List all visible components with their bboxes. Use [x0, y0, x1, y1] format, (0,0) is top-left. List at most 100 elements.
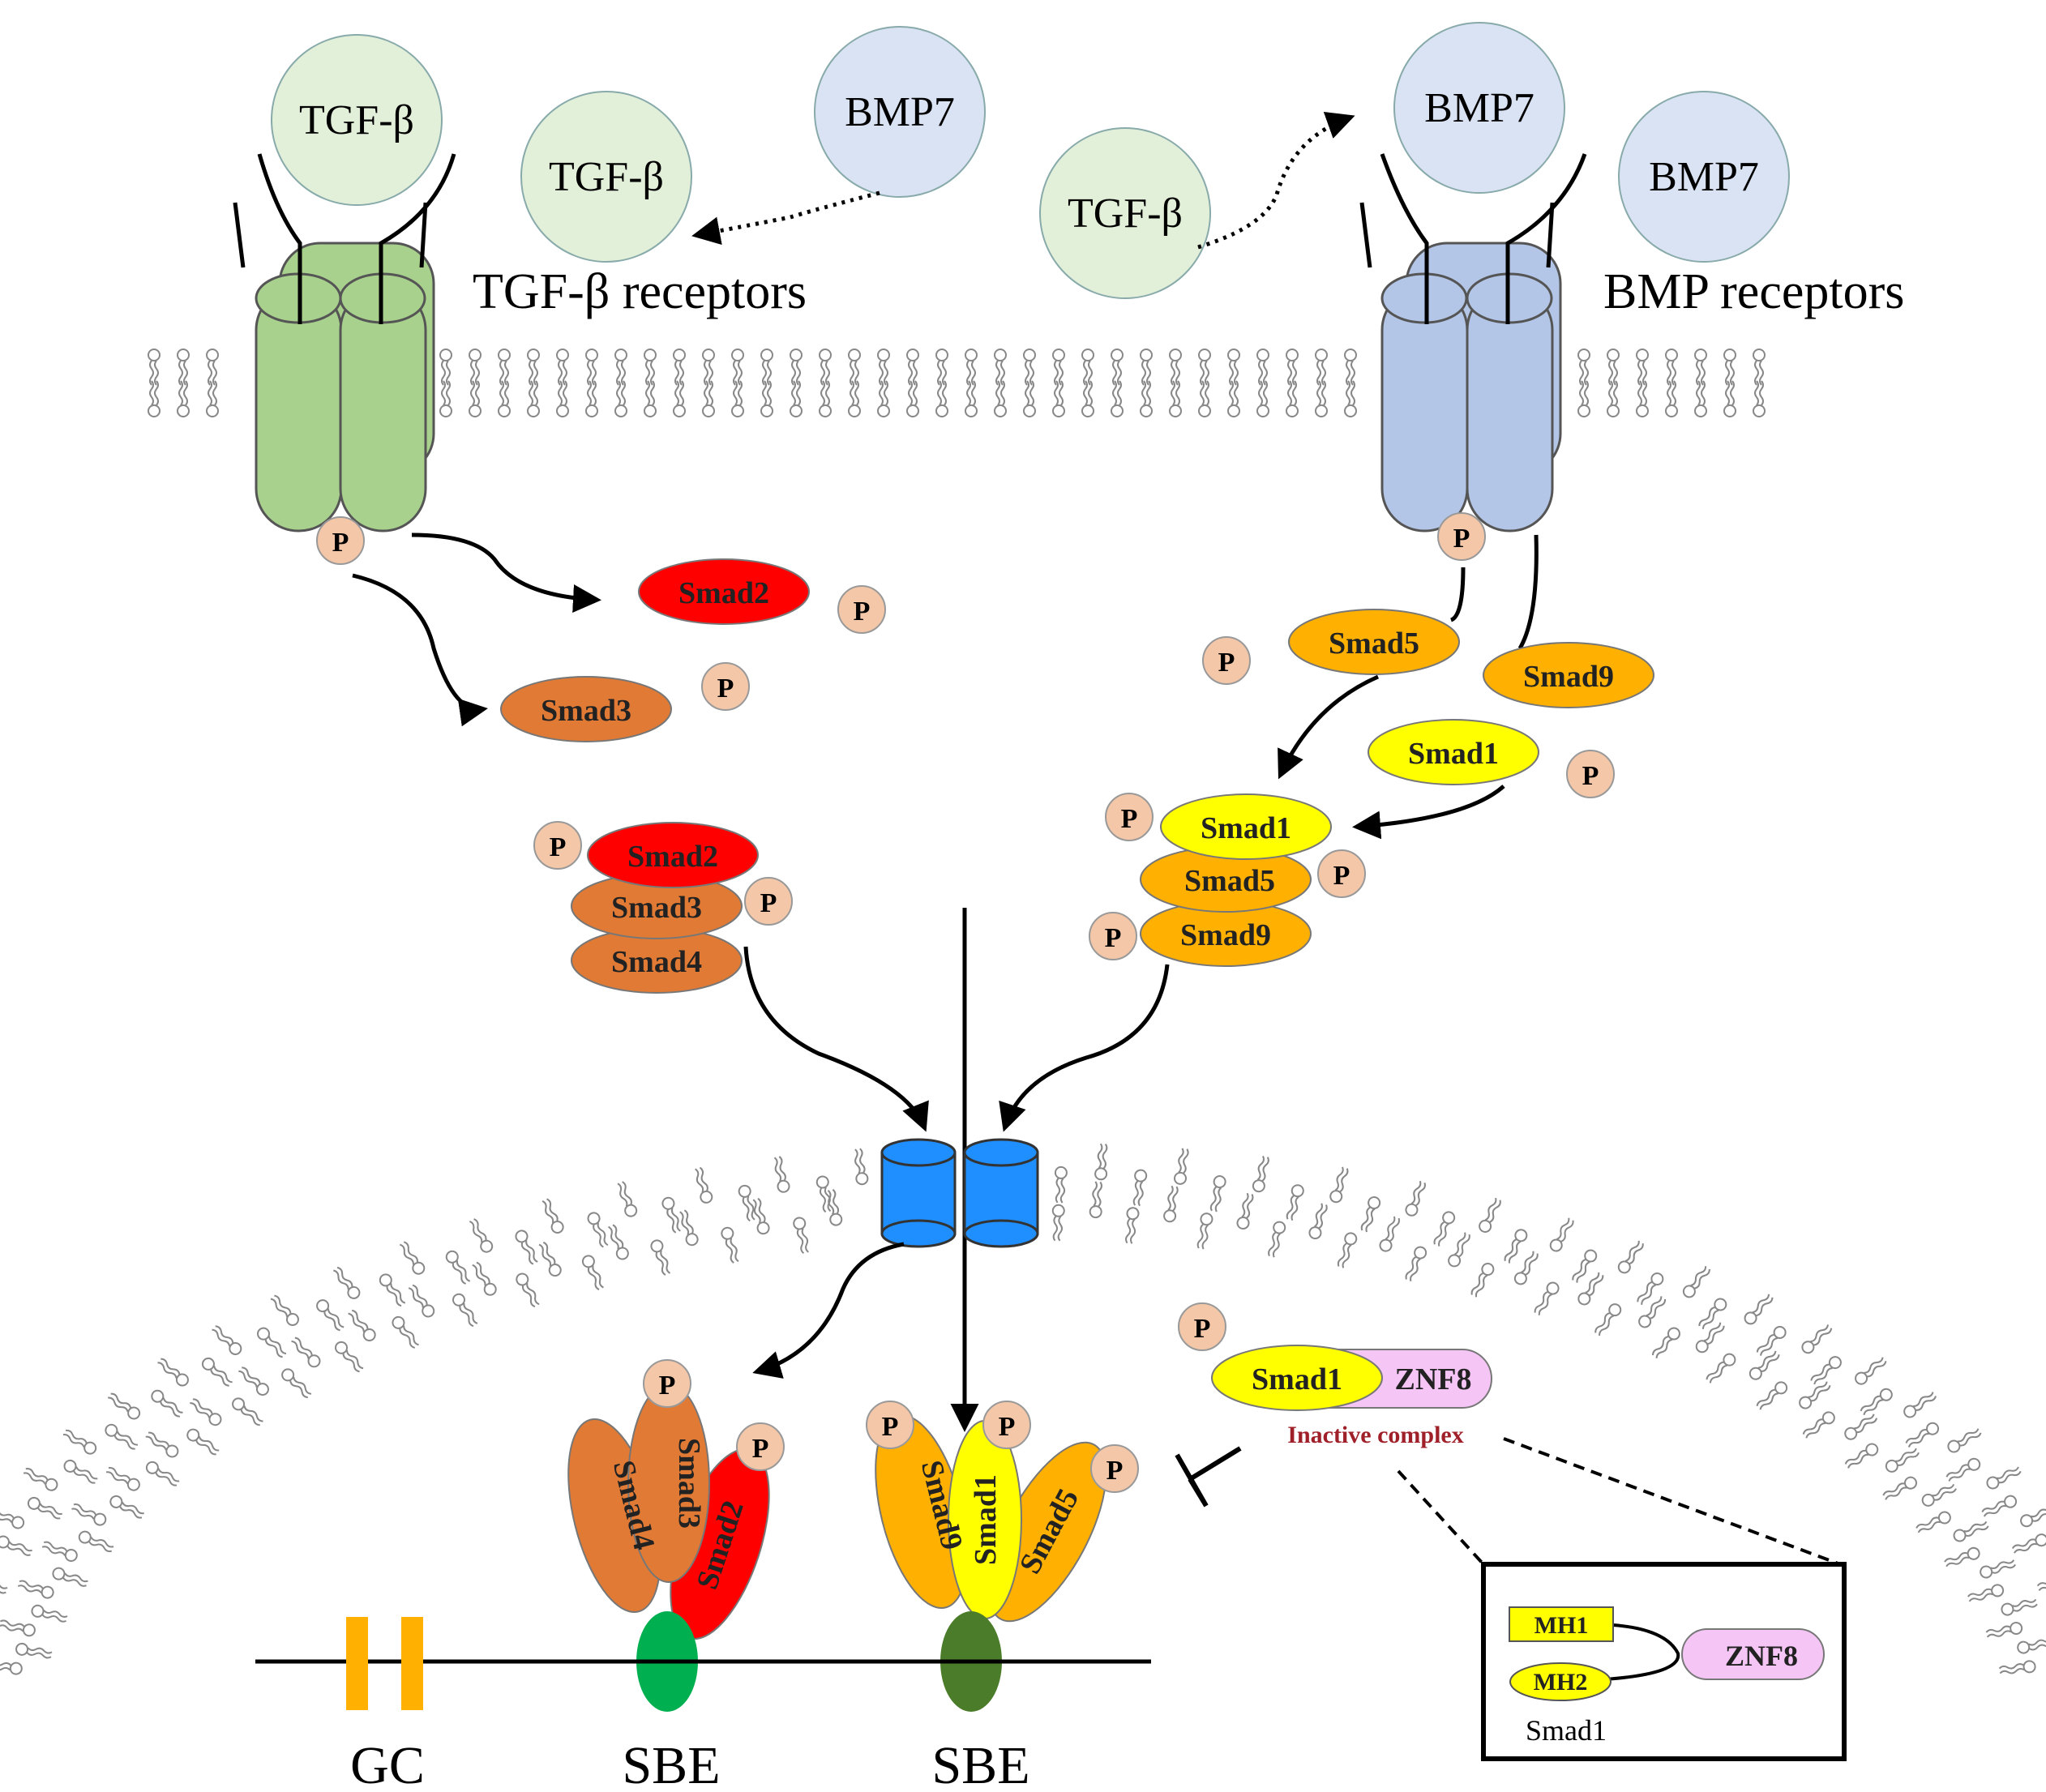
phospho-inactive: P: [1178, 1302, 1226, 1351]
lipid: [1607, 349, 1620, 386]
ligand-tgfb-free-right: TGF-β: [1039, 127, 1211, 299]
lipid: [737, 1183, 759, 1223]
ligand-bmp7-top: BMP7: [814, 26, 986, 198]
lipid: [0, 1657, 24, 1676]
lipid: [1966, 1582, 2005, 1606]
svg-text:P: P: [659, 1371, 676, 1401]
lipid: [1753, 1379, 1791, 1413]
ligand-label: BMP7: [1649, 154, 1759, 200]
lipid: [2035, 1572, 2046, 1595]
lipid: [1358, 1195, 1383, 1234]
lipid: [1999, 1595, 2040, 1618]
lipid: [1723, 380, 1736, 417]
lipid: [719, 1225, 743, 1265]
lipid: [148, 1387, 186, 1420]
svg-text:Smad5: Smad5: [1329, 627, 1419, 661]
lipid: [1616, 1238, 1647, 1277]
lipid: [614, 349, 627, 386]
lipid: [1468, 1260, 1496, 1300]
svg-text:Smad5: Smad5: [1184, 864, 1275, 898]
nuclear-pore: [880, 1138, 1039, 1248]
lipid: [345, 1307, 379, 1344]
lipid: [148, 380, 161, 417]
lipid: [255, 1324, 289, 1361]
lipid: [184, 1426, 222, 1458]
svg-text:Smad2: Smad2: [627, 840, 718, 874]
lipid: [1903, 1420, 1941, 1451]
arrow-right-complex-to-pore: [999, 964, 1170, 1132]
inactive-complex: Smad1 ZNF8 Inactive complex: [1211, 1345, 1492, 1448]
lipid: [1512, 1248, 1542, 1287]
lipid: [702, 380, 715, 417]
svg-text:P: P: [332, 528, 349, 558]
lipid: [580, 1253, 608, 1292]
lipid: [691, 1165, 715, 1205]
lipid: [469, 380, 482, 417]
lipid: [877, 380, 890, 417]
lipid: [104, 1464, 143, 1494]
lipid: [29, 1603, 70, 1625]
ligand-label: BMP7: [1424, 85, 1534, 131]
svg-text:P: P: [882, 1412, 899, 1442]
lipid: [148, 349, 161, 386]
svg-text:Smad3: Smad3: [611, 891, 702, 925]
lipid: [1081, 380, 1094, 417]
svg-text:P: P: [1194, 1314, 1211, 1344]
lipid: [1741, 1291, 1776, 1328]
lipid: [513, 1270, 543, 1310]
lipid: [1920, 1480, 1958, 1509]
lipid: [513, 1227, 541, 1267]
lipid: [1501, 1226, 1530, 1266]
lipid: [2010, 1532, 2046, 1557]
lipid: [1753, 1324, 1789, 1359]
svg-text:P: P: [999, 1412, 1016, 1442]
dotted-arrow-tgfb-to-bmp7: [1197, 111, 1355, 250]
lipid: [1694, 349, 1707, 386]
lipid: [389, 1314, 422, 1351]
lipid: [40, 1538, 79, 1563]
svg-text:P: P: [1106, 1456, 1124, 1486]
smad-complex-left: Smad2 Smad3 Smad4: [571, 822, 759, 994]
ligand-label: BMP7: [845, 89, 955, 135]
lipid: [498, 380, 511, 417]
lipid: [1094, 1142, 1110, 1181]
lipid: [69, 1500, 109, 1528]
phospho-nuclear-right-3: P: [1090, 1444, 1139, 1493]
svg-text:Smad3: Smad3: [541, 694, 631, 728]
lipid: [1173, 1147, 1192, 1186]
phospho-nuclear-left-2: P: [736, 1422, 785, 1471]
phospho-complex-right-1: P: [1105, 793, 1154, 841]
lipid: [1944, 1456, 1983, 1485]
lipid: [0, 1533, 35, 1559]
lipid: [994, 380, 1007, 417]
svg-text:P: P: [1453, 524, 1470, 554]
arrow-receptor-to-smad3: [352, 573, 488, 727]
svg-text:ZNF8: ZNF8: [1725, 1640, 1798, 1672]
lipid: [279, 1366, 315, 1401]
smad3-free: Smad3: [500, 676, 672, 742]
svg-text:P: P: [1218, 648, 1235, 678]
lipid: [1286, 349, 1299, 386]
lipid: [935, 349, 948, 386]
phospho-nuclear-right-2: P: [982, 1401, 1031, 1449]
sbe-label-right: SBE: [931, 1736, 1029, 1792]
lipid: [1445, 1230, 1474, 1269]
lipid: [469, 349, 482, 386]
lipid: [760, 380, 773, 417]
lipid: [1753, 349, 1766, 386]
lipid: [1283, 1183, 1306, 1222]
lipid: [154, 1355, 191, 1389]
phospho-free-1: P: [837, 585, 886, 634]
lipid: [673, 380, 686, 417]
lipid: [1883, 1444, 1922, 1475]
svg-text:P: P: [550, 832, 567, 862]
lipid: [1665, 380, 1678, 417]
lipid: [267, 1292, 302, 1328]
lipid: [25, 1495, 65, 1522]
lipid: [1194, 1212, 1214, 1251]
line-receptor-to-smad9: [1517, 534, 1539, 650]
svg-text:P: P: [854, 597, 871, 627]
lipid: [465, 1217, 495, 1255]
tgfb-receptors-label: TGF-β receptors: [473, 264, 807, 319]
lipid: [1665, 349, 1678, 386]
